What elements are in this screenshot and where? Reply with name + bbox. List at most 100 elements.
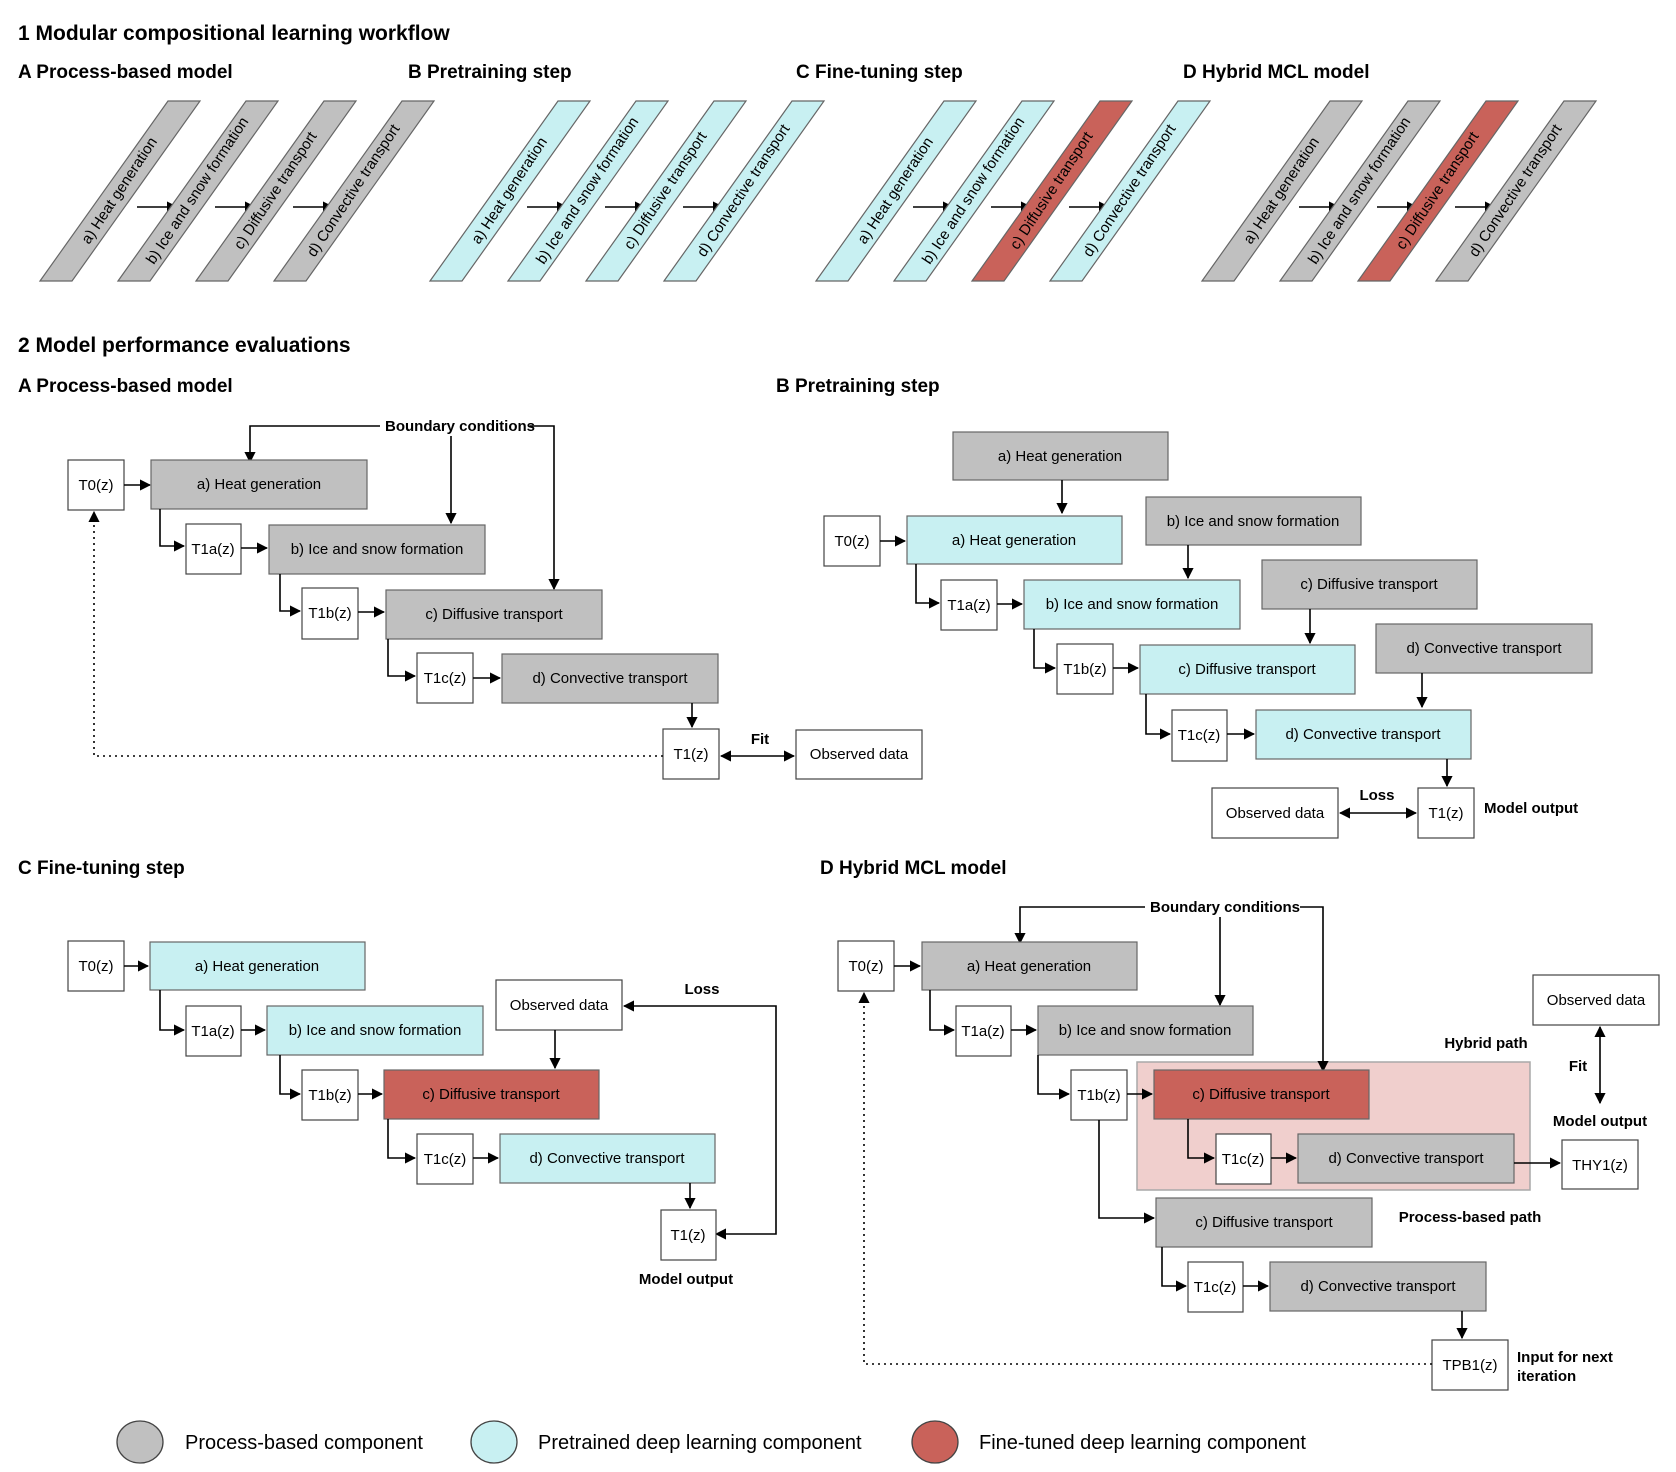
- module-label: c) Diffusive transport: [1300, 576, 1438, 593]
- observed-data-box: [495, 979, 623, 1031]
- boundary-conditions-label: Boundary conditions: [1150, 899, 1300, 916]
- module-label: c) Diffusive transport: [425, 606, 563, 623]
- workflow-panel-b-title: B Pretraining step: [408, 62, 572, 83]
- module-label: d) Convective transport: [532, 670, 688, 687]
- workflow-module-a: [1200, 100, 1364, 282]
- t1a-box: [940, 579, 998, 631]
- boundary-conditions-label: Boundary conditions: [385, 418, 535, 435]
- observed-data-label: Observed data: [810, 746, 909, 763]
- workflow-module-d: [272, 100, 436, 282]
- loss-feedback-arrow: [622, 1000, 777, 1240]
- t1b-label: T1b(z): [1077, 1087, 1120, 1104]
- module-label: d) Convective transport: [529, 1150, 685, 1167]
- module-label: d) Convective transport: [1300, 1278, 1456, 1295]
- t1b-box: [301, 1069, 359, 1121]
- workflow-panel-c: C Fine-tuning step a) Heat generationb) …: [796, 62, 1212, 282]
- workflow-module-c: [1356, 100, 1520, 282]
- eval-panel-a-title: A Process-based model: [18, 376, 233, 397]
- fit-label: Fit: [1569, 1058, 1587, 1075]
- workflow-module-a: [428, 100, 592, 282]
- eval-panel-b-title: B Pretraining step: [776, 376, 940, 397]
- flow-arrow: [159, 509, 186, 552]
- t1a-box: [185, 523, 242, 575]
- convective-module: [499, 1133, 716, 1184]
- t1b-label: T1b(z): [308, 605, 351, 622]
- module-label: c) Diffusive transport: [1178, 661, 1316, 678]
- observed-data-box: [1532, 974, 1660, 1026]
- workflow-module-b: [1278, 100, 1442, 282]
- module-label: b) Ice and snow formation: [1167, 513, 1340, 530]
- t1c-box: [416, 1133, 474, 1185]
- workflow-module-label: a) Heat generation: [468, 134, 551, 247]
- flow-arrow: [279, 574, 302, 617]
- t1a-label: T1a(z): [961, 1023, 1004, 1040]
- module-label: d) Convective transport: [1406, 640, 1562, 657]
- workflow-panel-c-title: C Fine-tuning step: [796, 62, 963, 83]
- boundary-arrow: [1300, 906, 1329, 1073]
- t0-box: [67, 459, 125, 511]
- heat-generation-module: [150, 459, 368, 510]
- t1-label: T1(z): [671, 1227, 706, 1244]
- module-label: b) Ice and snow formation: [291, 541, 464, 558]
- t0-label: T0(z): [79, 958, 114, 975]
- thy1-box: [1561, 1139, 1639, 1190]
- module-label: c) Diffusive transport: [422, 1086, 560, 1103]
- convective-module-process: [1269, 1261, 1487, 1312]
- workflow-module-c: [194, 100, 358, 282]
- observed-data-box: [795, 729, 923, 780]
- diffusive-module-process: [1155, 1197, 1373, 1248]
- flow-arrow: [1098, 1120, 1156, 1224]
- module-label: a) Heat generation: [967, 958, 1091, 975]
- convective-module: [1255, 709, 1472, 760]
- workflow-module-b: [506, 100, 670, 282]
- workflow-module-d: [1434, 100, 1598, 282]
- t1a-label: T1a(z): [191, 541, 234, 558]
- observed-data-box: [1211, 787, 1339, 839]
- loss-label: Loss: [684, 981, 719, 998]
- module-label: a) Heat generation: [952, 532, 1076, 549]
- flow-arrow: [1187, 1119, 1216, 1164]
- tpb1-box: [1431, 1339, 1509, 1391]
- eval-panel-a: A Process-based model Boundary condition…: [18, 376, 923, 780]
- fit-label: Fit: [751, 731, 769, 748]
- legend-swatch-finetuned: [911, 1420, 959, 1464]
- module-label: c) Diffusive transport: [1192, 1086, 1330, 1103]
- ice-snow-module: [1037, 1005, 1254, 1056]
- t0-label: T0(z): [849, 958, 884, 975]
- t1-box: [660, 1209, 717, 1261]
- workflow-module-a: [38, 100, 202, 282]
- workflow-panel-d-title: D Hybrid MCL model: [1183, 62, 1370, 83]
- model-output-label: Model output: [1553, 1113, 1647, 1130]
- t1-box: [662, 728, 720, 780]
- section2-title: 2 Model performance evaluations: [18, 334, 351, 357]
- module-label: a) Heat generation: [998, 448, 1122, 465]
- heat-generation-source: [952, 431, 1169, 481]
- observed-data-label: Observed data: [510, 997, 609, 1014]
- observed-data-label: Observed data: [1226, 805, 1325, 822]
- module-label: c) Diffusive transport: [1195, 1214, 1333, 1231]
- workflow-module-c: [584, 100, 748, 282]
- module-label: b) Ice and snow formation: [1059, 1022, 1232, 1039]
- eval-panel-d: D Hybrid MCL model Hybrid path Process-b…: [820, 858, 1660, 1391]
- workflow-module-label: a) Heat generation: [78, 134, 161, 247]
- t1c-label: T1c(z): [1222, 1151, 1265, 1168]
- workflow-module-a: [814, 100, 978, 282]
- convective-module-hybrid: [1297, 1133, 1515, 1184]
- t1-box: [1417, 787, 1475, 839]
- t1a-box: [955, 1005, 1012, 1057]
- workflow-panel-d: D Hybrid MCL model a) Heat generationb) …: [1183, 62, 1598, 282]
- legend-label-pretrained: Pretrained deep learning component: [538, 1432, 862, 1454]
- hybrid-path-label: Hybrid path: [1444, 1035, 1527, 1052]
- flow-arrow: [159, 990, 186, 1036]
- loss-label: Loss: [1359, 787, 1394, 804]
- flow-arrow: [1161, 1247, 1188, 1292]
- diffusive-module: [385, 589, 603, 640]
- t1b-label: T1b(z): [308, 1087, 351, 1104]
- diffusive-source: [1261, 559, 1478, 610]
- heat-generation-module: [906, 515, 1123, 565]
- t0-box: [67, 940, 125, 992]
- diffusive-module-hybrid: [1153, 1069, 1370, 1120]
- flow-arrow: [929, 990, 956, 1036]
